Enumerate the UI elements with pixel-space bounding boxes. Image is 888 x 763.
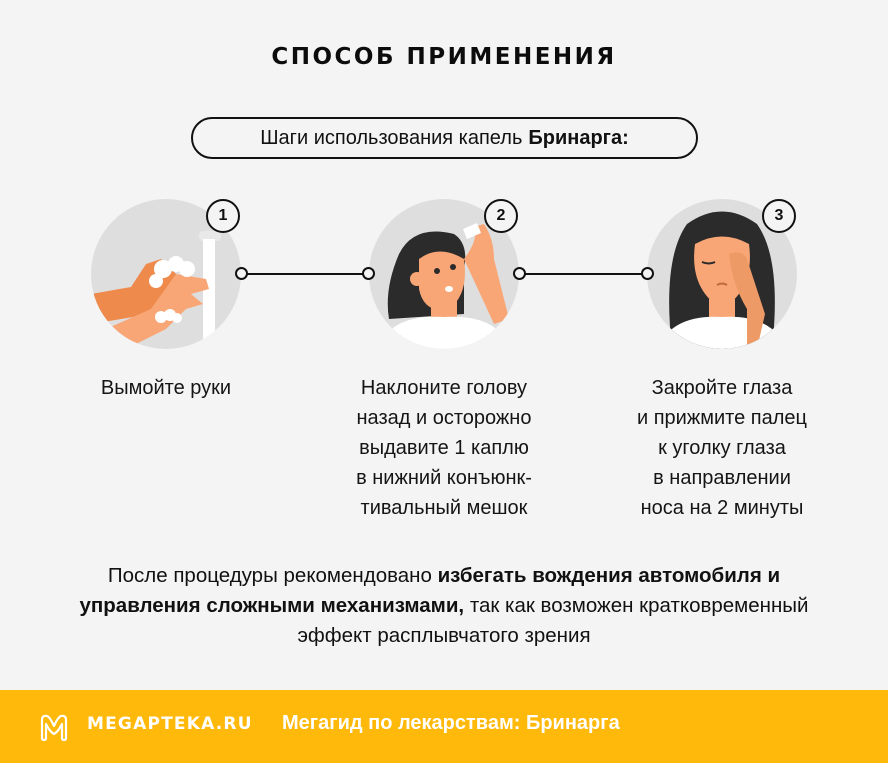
caption-line: назад и осторожно — [356, 407, 532, 429]
step-3-caption: Закройте глаза и прижмите палец к уголку… — [602, 373, 842, 523]
subtitle-text: Шаги использования капель — [260, 126, 523, 149]
step-2-image — [369, 199, 519, 349]
connector-node — [362, 267, 375, 280]
woman-eye-drops-icon — [379, 223, 509, 349]
hand-washing-icon — [91, 231, 221, 349]
connector-node — [513, 267, 526, 280]
caption-line: и прижмите палец — [637, 407, 807, 429]
subtitle-product-name: Бринарга: — [528, 126, 629, 149]
warning-note: После процедуры рекомендовано избегать в… — [60, 561, 828, 651]
caption-line: Наклоните голову — [360, 377, 528, 399]
megapteka-logo-text[interactable]: MEGAPTEKA.RU — [87, 714, 253, 734]
footer-guide-title: Мегагид по лекарствам: Бринарга — [282, 712, 620, 734]
connector-node — [235, 267, 248, 280]
step-2-caption: Наклоните голову назад и осторожно выдав… — [324, 373, 564, 523]
caption-line: тивальный мешок — [360, 497, 528, 519]
step-1-caption: Вымойте руки — [46, 373, 286, 403]
caption-line: к уголку глаза — [658, 437, 786, 459]
subtitle-pill: Шаги использования капель Бринарга: — [191, 117, 698, 159]
connector-node — [641, 267, 654, 280]
step-3-image — [647, 199, 797, 349]
note-text-regular: так как возможен кратковременный эффект … — [297, 594, 809, 647]
step-1-number-badge: 1 — [206, 199, 240, 233]
page-title: СПОСОБ ПРИМЕНЕНИЯ — [271, 44, 617, 70]
connector-line-2-3 — [524, 273, 648, 275]
caption-line: носа на 2 минуты — [640, 497, 804, 519]
caption-line: Вымойте руки — [100, 377, 232, 399]
caption-line: выдавите 1 каплю — [359, 437, 529, 459]
footer-bar: MEGAPTEKA.RU Мегагид по лекарствам: Брин… — [0, 690, 888, 763]
woman-pressing-eye-icon — [657, 211, 787, 349]
note-text-bold: избегать вождения автомобиля и управлени… — [79, 564, 781, 617]
step-3-number-badge: 3 — [762, 199, 796, 233]
caption-line: в нижний конъюнк- — [356, 467, 532, 489]
note-text-regular: После процедуры рекомендовано — [107, 564, 438, 587]
megapteka-logo-icon[interactable] — [38, 712, 70, 742]
caption-line: Закройте глаза — [651, 377, 793, 399]
caption-line: в направлении — [653, 467, 791, 489]
step-2-number-badge: 2 — [484, 199, 518, 233]
connector-line-1-2 — [246, 273, 370, 275]
